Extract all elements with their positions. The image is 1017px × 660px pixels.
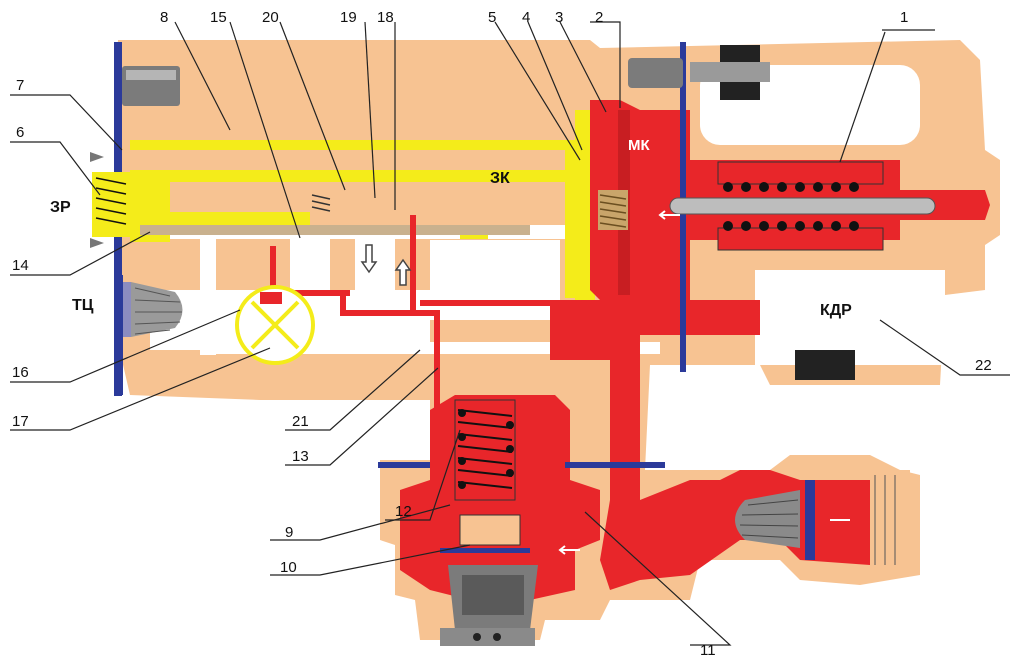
callout-11: 11 <box>700 642 716 659</box>
callout-16: 16 <box>12 364 29 381</box>
callout-8: 8 <box>160 9 168 26</box>
rotary-valve <box>235 285 315 365</box>
callout-22: 22 <box>975 357 992 374</box>
inlet-filter <box>735 470 910 570</box>
label-mk: МК <box>628 137 650 154</box>
spring-20 <box>310 192 332 214</box>
callout-19: 19 <box>340 9 357 26</box>
callout-13: 13 <box>292 448 309 465</box>
lower-pusher <box>440 514 538 646</box>
callout-20: 20 <box>262 9 279 26</box>
spring-12 <box>454 399 516 501</box>
callout-5: 5 <box>488 9 496 26</box>
flow-arrows <box>558 210 850 555</box>
label-tc: ТЦ <box>72 297 94 314</box>
callout-4: 4 <box>522 9 530 26</box>
piston-rod <box>669 161 936 251</box>
callout-6: 6 <box>16 124 24 141</box>
callout-17: 17 <box>12 413 29 430</box>
callout-15: 15 <box>210 9 227 26</box>
zr-plug <box>90 152 130 248</box>
label-zk: ЗК <box>490 170 510 187</box>
callout-3: 3 <box>555 9 563 26</box>
callout-7: 7 <box>16 77 24 94</box>
main-piston <box>598 110 630 295</box>
right-top-bolt <box>628 45 770 100</box>
label-zr: ЗР <box>50 199 71 216</box>
callout-18: 18 <box>377 9 394 26</box>
kdr-insert <box>795 350 855 380</box>
tc-filter <box>115 275 183 395</box>
callout-9: 9 <box>285 524 293 541</box>
callout-1: 1 <box>900 9 908 26</box>
leader-lines <box>10 21 1010 646</box>
control-slide <box>140 225 530 235</box>
callout-2: 2 <box>595 9 603 26</box>
callout-14: 14 <box>12 257 29 274</box>
callout-21: 21 <box>292 413 309 430</box>
callout-12: 12 <box>395 503 412 520</box>
lower-gaskets <box>378 462 665 553</box>
callout-numbers: 1 2 3 4 5 6 7 8 9 10 11 12 13 14 15 16 1… <box>12 9 992 659</box>
callout-10: 10 <box>280 559 297 576</box>
top-bolt <box>122 66 180 106</box>
label-kdr: КДР <box>820 302 852 319</box>
valve-arrows <box>360 244 412 286</box>
